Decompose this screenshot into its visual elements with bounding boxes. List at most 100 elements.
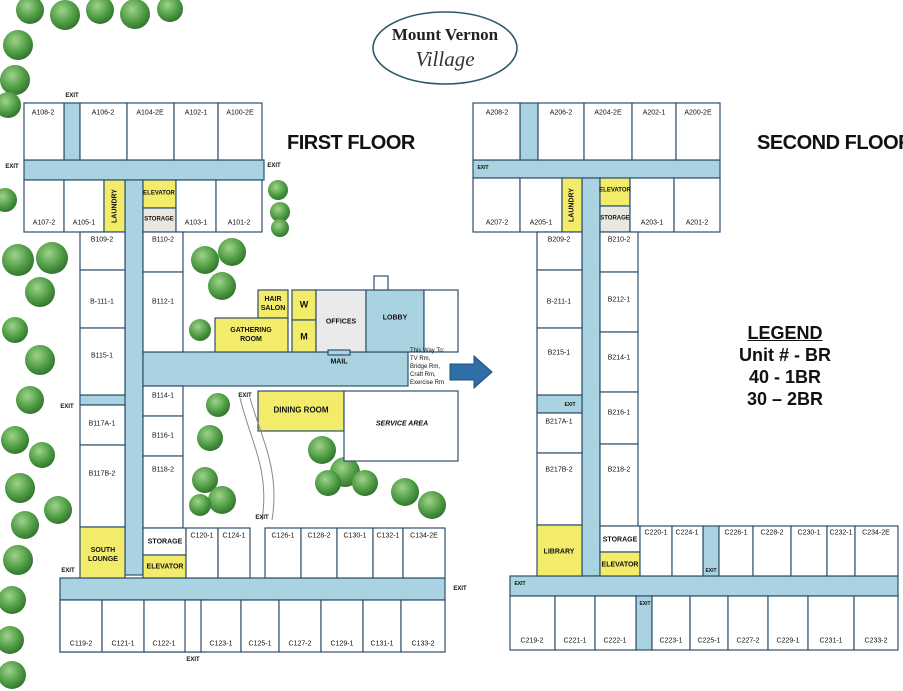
village-logo: Mount Vernon Village xyxy=(372,12,518,84)
exit-label: EXIT xyxy=(514,581,526,587)
unit-label: C124-1 xyxy=(222,532,246,540)
offices-label: OFFICES xyxy=(325,318,357,326)
unit-label: A205-1 xyxy=(529,219,553,227)
gathering-room-label: GATHERING ROOM xyxy=(230,326,271,344)
storage-label: STORAGE xyxy=(600,215,630,222)
unit-label: C126-1 xyxy=(271,532,295,540)
exit-label: EXIT xyxy=(65,93,79,99)
unit-label: C225-1 xyxy=(697,637,721,645)
unit-label: C221-1 xyxy=(563,637,587,645)
unit-label: C222-1 xyxy=(603,637,627,645)
directions-line: Craft Rm, xyxy=(410,372,436,378)
directions-line: TV Rm, xyxy=(410,356,431,362)
unit-label: C229-1 xyxy=(776,637,800,645)
unit-label: A208-2 xyxy=(485,109,509,117)
unit-label: C123-1 xyxy=(209,640,233,648)
unit-label: C134-2E xyxy=(410,532,438,540)
unit-label: A200-2E xyxy=(684,109,712,117)
second-floor-plan xyxy=(472,102,899,651)
first-floor-title: FIRST FLOOR xyxy=(287,132,415,154)
unit-label: B112-1 xyxy=(151,298,175,306)
legend: LEGEND Unit # - BR 40 - 1BR 30 – 2BR xyxy=(730,322,840,410)
unit-label: A204-2E xyxy=(594,109,622,117)
logo-subtitle: Village xyxy=(415,47,475,71)
exit-label: EXIT xyxy=(453,586,467,592)
unit-label: C230-1 xyxy=(797,529,821,537)
unit-label: B215-1 xyxy=(547,349,571,357)
unit-label: B-111-1 xyxy=(90,298,114,306)
unit-label: C227-2 xyxy=(736,637,760,645)
logo-name: Mount Vernon xyxy=(391,25,499,44)
unit-label: C125-1 xyxy=(248,640,272,648)
unit-label: B117B-2 xyxy=(88,470,116,478)
unit-label: C223-1 xyxy=(659,637,683,645)
unit-label: C120-1 xyxy=(190,532,214,540)
gathering-room-line: ROOM xyxy=(240,336,262,343)
elevator-label: ELEVATOR xyxy=(143,190,175,197)
exit-label: EXIT xyxy=(61,568,75,574)
unit-label: B-211-1 xyxy=(546,298,572,306)
unit-label: C220-1 xyxy=(644,529,668,537)
south-lounge-label: SOUTH LOUNGE xyxy=(88,546,118,564)
storage-label: STORAGE xyxy=(144,216,174,223)
unit-label: A203-1 xyxy=(640,219,664,227)
unit-label: B218-2 xyxy=(607,466,631,474)
service-area-label: SERVICE AREA xyxy=(375,420,429,428)
storage-label: STORAGE xyxy=(602,536,638,544)
exit-label: EXIT xyxy=(564,402,576,408)
mail-label: MAIL xyxy=(330,358,348,366)
south-lounge-line: LOUNGE xyxy=(88,556,118,563)
unit-label: B115-1 xyxy=(90,352,114,360)
unit-label: B109-2 xyxy=(90,236,114,244)
unit-label: C219-2 xyxy=(520,637,544,645)
storage-label: STORAGE xyxy=(147,538,183,546)
unit-label: A107-2 xyxy=(32,219,56,227)
exit-label: EXIT xyxy=(705,568,717,574)
hair-salon-line: HAIR xyxy=(264,296,282,303)
unit-label: C226-1 xyxy=(724,529,748,537)
exit-label: EXIT xyxy=(186,657,200,663)
legend-line: 30 – 2BR xyxy=(746,389,824,409)
unit-label: C132-1 xyxy=(376,532,400,540)
directions-note: This Way To: TV Rm, Bridge Rm, Craft Rm,… xyxy=(410,347,444,387)
unit-label: A206-2 xyxy=(549,109,573,117)
unit-label: C127-2 xyxy=(288,640,312,648)
lobby-label: LOBBY xyxy=(382,314,408,322)
unit-label: A106-2 xyxy=(91,109,115,117)
unit-label: A104-2E xyxy=(136,109,164,117)
unit-label: A103-1 xyxy=(184,219,208,227)
unit-label: B210-2 xyxy=(607,236,631,244)
women-restroom-label: W xyxy=(299,299,309,310)
unit-label: A207-2 xyxy=(485,219,509,227)
unit-label: C128-2 xyxy=(307,532,331,540)
unit-label: C231-1 xyxy=(819,637,843,645)
unit-label: B216-1 xyxy=(607,409,631,417)
elevator-label: ELEVATOR xyxy=(146,563,184,571)
unit-label: B212-1 xyxy=(607,296,631,304)
unit-label: C233-2 xyxy=(864,637,888,645)
directions-line: Exercise Rm xyxy=(410,380,445,386)
laundry-label: LAUNDRY xyxy=(111,189,119,223)
south-lounge-line: SOUTH xyxy=(90,547,116,554)
unit-label: C129-1 xyxy=(330,640,354,648)
unit-label: C130-1 xyxy=(343,532,367,540)
unit-label: C131-1 xyxy=(370,640,394,648)
exit-label: EXIT xyxy=(238,393,252,399)
unit-label: C119-2 xyxy=(69,640,93,648)
first-floor-plan xyxy=(23,102,459,653)
unit-label: A108-2 xyxy=(31,109,55,117)
unit-label: C133-2 xyxy=(411,640,435,648)
unit-label: B214-1 xyxy=(607,354,631,362)
exit-label: EXIT xyxy=(60,404,74,410)
legend-line: Unit # - BR xyxy=(739,345,831,365)
unit-label: B117A-1 xyxy=(88,420,116,428)
dining-room-label: DINING ROOM xyxy=(273,405,329,415)
directions-line: Bridge Rm, xyxy=(410,364,441,370)
library-label: LIBRARY xyxy=(543,548,575,556)
exit-label: EXIT xyxy=(5,164,19,170)
exit-label: EXIT xyxy=(477,165,489,171)
hair-salon-label: HAIR SALON xyxy=(261,295,286,313)
laundry-label: LAUNDRY xyxy=(568,188,576,222)
